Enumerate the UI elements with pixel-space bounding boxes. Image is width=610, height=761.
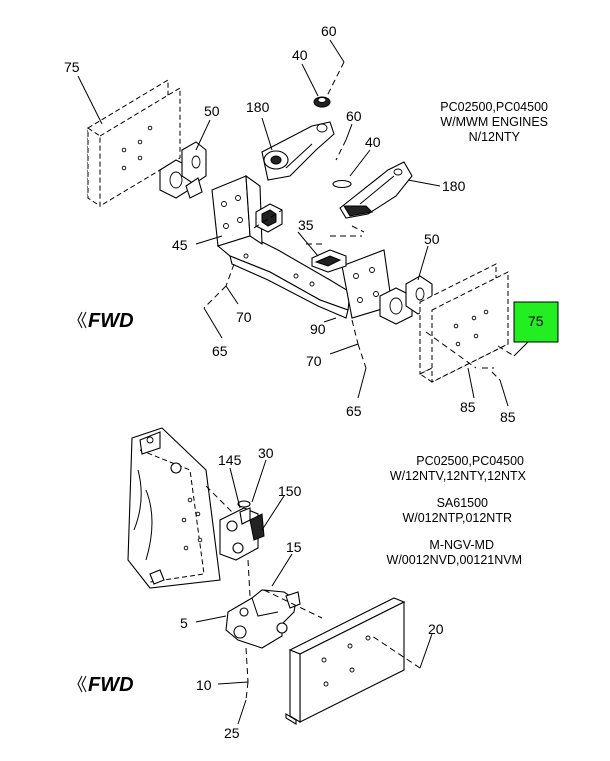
bottom-notes: PC02500,PC04500 W/12NTV,12NTY,12NTX SA61… [387, 454, 527, 567]
callout-20: 20 [428, 621, 444, 637]
part-145-engine-mount [219, 500, 265, 561]
callout-85-b: 85 [500, 409, 516, 425]
callout-150: 150 [278, 483, 302, 499]
top-notes: PC02500,PC04500 W/MWM ENGINES N/12NTY [440, 100, 548, 144]
note-bot-line4: W/012NTP,012NTR [402, 511, 512, 525]
note-bot-line1: PC02500,PC04500 [416, 454, 524, 468]
top-callouts: 75 50 40 60 180 60 40 180 45 35 50 70 65… [64, 23, 516, 425]
part-20-frame-rail [285, 597, 406, 725]
callout-180-top: 180 [246, 99, 270, 115]
note-bot-line5: M-NGV-MD [429, 538, 494, 552]
callout-60-top: 60 [321, 23, 337, 39]
top-leader-lines [77, 39, 531, 407]
callout-60-mid: 60 [346, 108, 362, 124]
callout-75-top: 75 [64, 59, 80, 75]
callout-30: 30 [258, 445, 274, 461]
part-50-left-isolator [159, 141, 207, 199]
callout-50-top: 50 [204, 103, 220, 119]
callout-65-mid: 65 [346, 403, 362, 419]
callout-65-left: 65 [212, 343, 228, 359]
note-bot-line2: W/12NTV,12NTY,12NTX [390, 469, 527, 483]
note-top-line3: N/12NTY [469, 130, 521, 144]
callout-70-mid: 70 [306, 353, 322, 369]
part-35-small-bracket [255, 203, 347, 273]
callout-145: 145 [218, 452, 242, 468]
callout-90: 90 [310, 321, 326, 337]
fwd-arrow-top: FWD [77, 310, 134, 332]
part-75-right-bracket [419, 263, 509, 383]
fwd-label-bottom: FWD [88, 674, 134, 696]
fwd-arrow-bottom: FWD [77, 674, 134, 696]
callout-45: 45 [172, 237, 188, 253]
part-40-washer-mid [332, 179, 352, 189]
callout-5: 5 [180, 615, 188, 631]
callout-10: 10 [196, 677, 212, 693]
note-bot-line6: W/0012NVD,00121NVM [387, 553, 522, 567]
part-75-left-bracket [87, 79, 181, 207]
note-top-line1: PC02500,PC04500 [440, 100, 548, 114]
callout-70-left: 70 [236, 309, 252, 325]
callout-25: 25 [224, 725, 240, 741]
bottom-callouts: 145 30 150 15 5 20 10 25 [180, 445, 444, 741]
callout-35: 35 [298, 217, 314, 233]
callout-40-mid: 40 [365, 134, 381, 150]
engine-block [127, 427, 221, 589]
callout-85-a: 85 [460, 399, 476, 415]
fwd-label-top: FWD [88, 310, 134, 332]
callout-40-top: 40 [292, 47, 308, 63]
callout-50-mid: 50 [424, 231, 440, 247]
callout-180-mid: 180 [442, 178, 466, 194]
part-180-mid-mount [339, 161, 413, 219]
note-top-line2: W/MWM ENGINES [440, 115, 548, 129]
callout-15: 15 [286, 539, 302, 555]
part-180-upper-mount [261, 121, 335, 181]
highlighted-callout-75[interactable]: 75 [513, 301, 559, 343]
part-15-bracket [225, 589, 301, 649]
callout-75-highlight[interactable]: 75 [528, 313, 544, 329]
note-bot-line3: SA61500 [437, 496, 488, 510]
bottom-leader-lines [195, 459, 433, 725]
part-40-washer-top [313, 96, 331, 108]
